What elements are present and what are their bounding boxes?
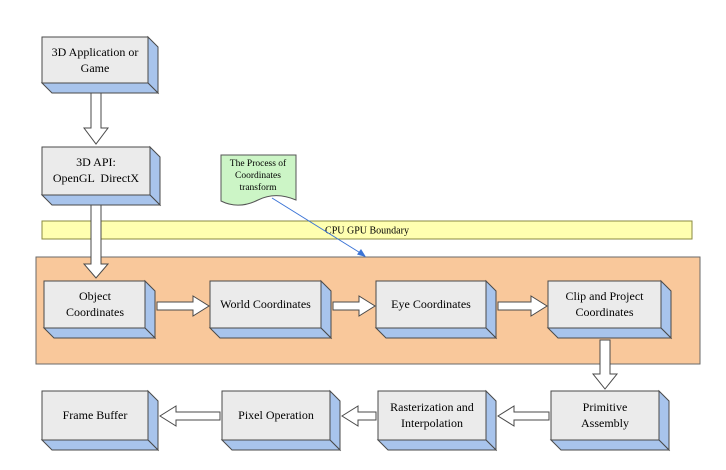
node-object-coordinates-line1: Object <box>79 289 112 303</box>
arrow-api-to-object <box>82 204 110 279</box>
note-line2: Coordinates <box>235 171 281 181</box>
node-3d-api: 3D API: OpenGL DirectX <box>40 145 162 207</box>
node-world-coordinates-line1: World Coordinates <box>220 297 311 311</box>
node-world-coordinates: World Coordinates <box>208 279 333 340</box>
node-rasterization-line1: Rasterization and <box>390 400 474 414</box>
node-3d-api-line1: 3D API: <box>76 155 116 169</box>
arrow-primitive-to-raster <box>497 405 550 427</box>
note-process-of-coordinates-transform: The Process of Coordinates transform <box>220 154 297 206</box>
note-line3: transform <box>240 182 278 193</box>
node-primitive-assembly-line2: Assembly <box>581 416 629 430</box>
node-3d-api-line2: OpenGL DirectX <box>53 171 140 185</box>
node-3d-application-line2: Game <box>81 61 110 75</box>
node-frame-buffer: Frame Buffer <box>40 389 160 452</box>
node-clip-project-line2: Coordinates <box>576 305 634 319</box>
node-frame-buffer-line1: Frame Buffer <box>63 408 128 422</box>
arrow-app-to-api <box>83 92 109 145</box>
node-clip-project-line1: Clip and Project <box>566 289 645 303</box>
node-primitive-assembly: Primitive Assembly <box>549 389 671 452</box>
node-rasterization: Rasterization and Interpolation <box>376 389 498 452</box>
node-3d-application-line1: 3D Application or <box>52 45 139 59</box>
node-3d-application: 3D Application or Game <box>40 35 160 95</box>
cpu-gpu-boundary: CPU GPU Boundary <box>41 220 693 240</box>
node-pixel-operation: Pixel Operation <box>220 389 342 452</box>
node-pixel-operation-line1: Pixel Operation <box>238 408 314 422</box>
arrow-pixel-to-framebuffer <box>159 405 221 427</box>
node-object-coordinates: Object Coordinates <box>42 279 157 340</box>
arrow-clip-to-primitive <box>591 339 619 390</box>
note-pointer <box>271 197 366 257</box>
node-clip-project-coordinates: Clip and Project Coordinates <box>546 279 673 340</box>
node-eye-coordinates: Eye Coordinates <box>374 279 498 340</box>
arrow-raster-to-pixel <box>341 405 377 427</box>
node-primitive-assembly-line1: Primitive <box>583 400 628 414</box>
arrow-object-to-world <box>156 295 210 317</box>
node-rasterization-line2: Interpolation <box>401 416 463 430</box>
note-line1: The Process of <box>230 158 287 169</box>
node-eye-coordinates-line1: Eye Coordinates <box>391 297 471 311</box>
boundary-label: CPU GPU Boundary <box>325 226 409 237</box>
node-object-coordinates-line2: Coordinates <box>66 305 124 319</box>
arrow-eye-to-clip <box>497 295 548 317</box>
arrow-world-to-eye <box>332 295 376 317</box>
